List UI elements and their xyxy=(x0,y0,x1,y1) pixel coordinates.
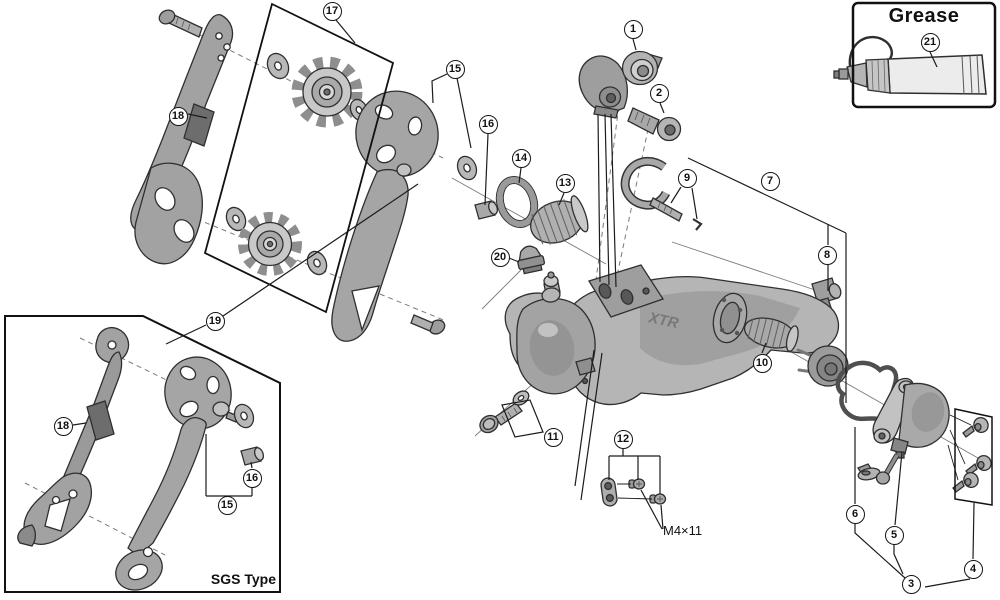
callout-8: 8 xyxy=(817,245,837,265)
part-bracket-bolt xyxy=(627,107,682,142)
callout-18-sgs: 18 xyxy=(53,416,73,436)
callout-19: 19 xyxy=(205,311,225,331)
callout-15-sgs: 15 xyxy=(217,495,237,515)
sgs-type-label: SGS Type xyxy=(210,571,276,587)
part-inner-plate-gs xyxy=(130,14,234,265)
callout-10: 10 xyxy=(752,353,772,373)
callout-18-top: 18 xyxy=(168,106,188,126)
callout-20: 20 xyxy=(490,247,510,267)
part-cable-fixing-plate xyxy=(600,477,618,507)
part-plug xyxy=(517,245,546,275)
part-cover-screws xyxy=(952,416,992,493)
part-guide-pulley xyxy=(266,52,369,128)
part-outer-plate-sgs xyxy=(115,356,239,591)
callout-17: 17 xyxy=(322,1,342,21)
part-tension-pulley xyxy=(225,206,328,276)
bolt-spec-label: M4×11 xyxy=(663,523,703,538)
callout-16-top: 16 xyxy=(478,114,498,134)
part-pulley-bolt-top xyxy=(158,9,203,38)
pulley-set-box xyxy=(203,2,395,314)
callout-7: 7 xyxy=(760,171,780,191)
callout-9: 9 xyxy=(677,168,697,188)
part-plate-nut-sgs xyxy=(240,446,265,466)
part-bracket-axle-unit xyxy=(578,50,663,119)
callout-15-top: 15 xyxy=(445,59,465,79)
callout-16-sgs: 16 xyxy=(242,468,262,488)
leader-lines xyxy=(72,19,975,588)
part-outer-plate-gs xyxy=(331,90,446,342)
grease-tube xyxy=(833,35,987,95)
callout-14: 14 xyxy=(511,148,531,168)
part-cover-unit xyxy=(872,377,950,459)
part-seal-ring xyxy=(495,176,539,228)
callout-2: 2 xyxy=(649,83,669,103)
part-cover-screw-lever xyxy=(857,453,900,485)
part-b-spring xyxy=(743,317,799,352)
callout-4: 4 xyxy=(963,559,983,579)
part-coil-spring xyxy=(530,195,589,245)
grease-box xyxy=(851,1,997,109)
callout-21: 21 xyxy=(920,32,940,52)
callout-11: 11 xyxy=(543,427,563,447)
body-logo-text: XTR xyxy=(646,309,680,332)
part-b-tension-lever xyxy=(620,156,703,231)
part-plate-washer xyxy=(456,155,478,181)
part-main-body: XTR xyxy=(504,264,840,406)
grease-box-title: Grease xyxy=(888,5,960,27)
sgs-type-box xyxy=(4,315,281,593)
part-inner-plate-sgs xyxy=(17,326,130,547)
group-boxes xyxy=(4,1,997,593)
callout-12: 12 xyxy=(613,429,633,449)
part-stroke-bolt xyxy=(479,390,530,434)
callout-6: 6 xyxy=(845,504,865,524)
callout-3: 3 xyxy=(901,574,921,594)
callout-13: 13 xyxy=(555,173,575,193)
callout-5: 5 xyxy=(884,525,904,545)
part-plate-washer-sgs xyxy=(233,403,255,429)
part-plate-nut xyxy=(474,200,499,220)
callout-1: 1 xyxy=(623,19,643,39)
